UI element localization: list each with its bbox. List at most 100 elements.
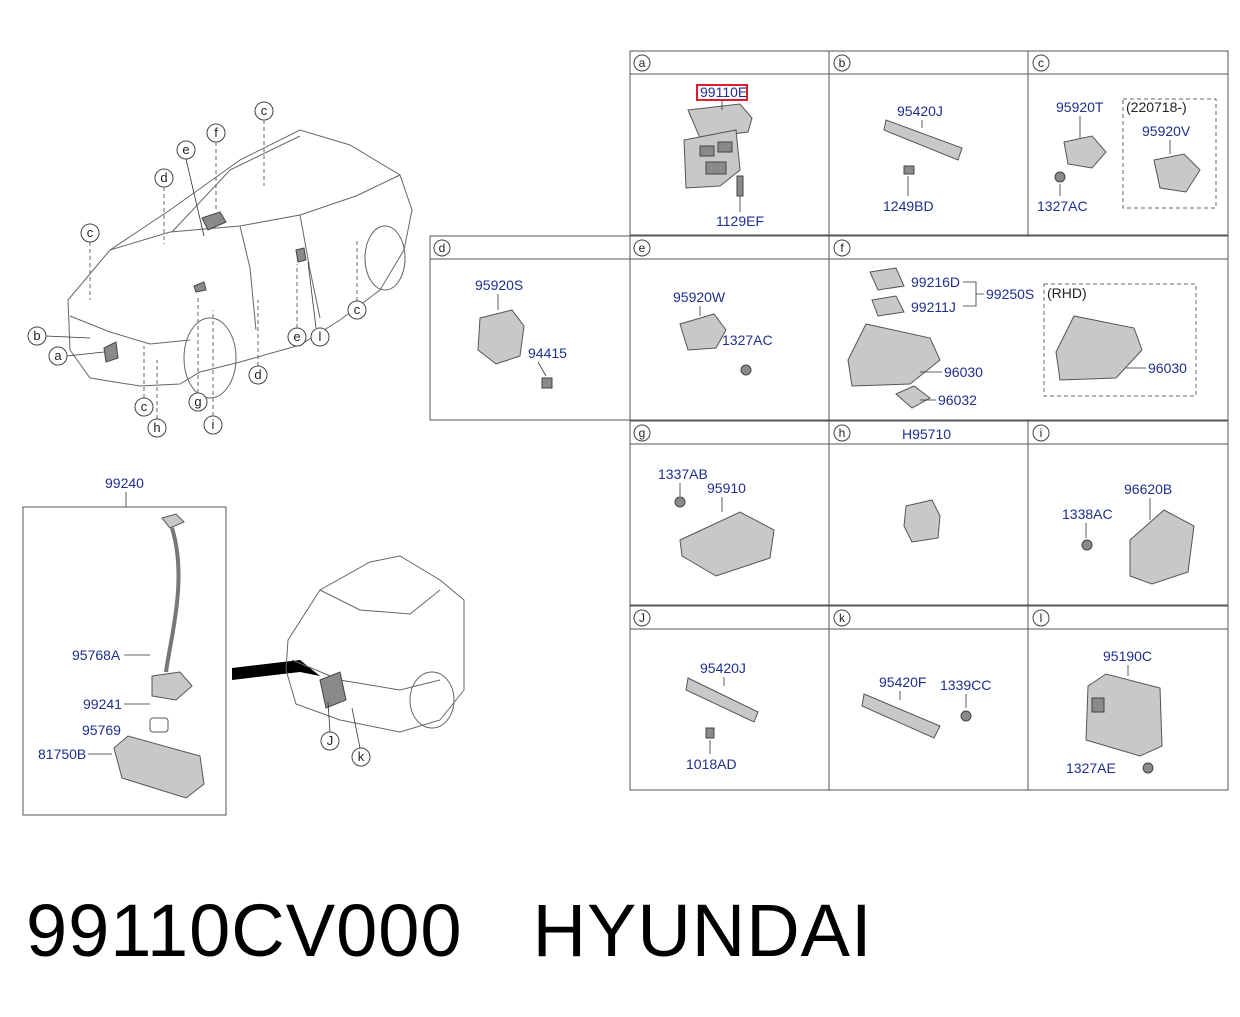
screw-icon <box>705 727 715 739</box>
callout-f[interactable]: f <box>206 123 226 210</box>
sensor-module <box>871 295 905 317</box>
radar-icon <box>103 341 119 363</box>
cell-l: 95190C 1327AE <box>1066 648 1163 776</box>
callout-l[interactable]: l <box>307 261 330 347</box>
parts-grid <box>429 50 1229 791</box>
front-camera-bracket <box>683 103 753 189</box>
svg-text:d: d <box>254 367 261 382</box>
variant-note-c: (220718-) <box>1126 99 1187 115</box>
cell-J: 95420J 1018AD <box>685 660 759 772</box>
sensor-icon <box>193 281 207 293</box>
callout-d-2[interactable]: d <box>248 300 268 385</box>
brand-name: HYUNDAI <box>532 889 873 972</box>
svg-text:b: b <box>33 328 40 343</box>
callout-d-1[interactable]: d <box>154 168 174 244</box>
callout-c-4[interactable]: c <box>347 240 367 320</box>
part-label-95920W[interactable]: 95920W <box>673 289 726 305</box>
part-number: 99110CV000 <box>26 889 463 972</box>
svg-text:c: c <box>354 302 361 317</box>
svg-text:l: l <box>1040 611 1043 625</box>
svg-text:i: i <box>212 417 215 432</box>
variant-note-f: (RHD) <box>1047 285 1087 301</box>
part-label-99241[interactable]: 99241 <box>83 696 122 712</box>
cell-g: 1337AB 95910 <box>658 466 775 577</box>
horn <box>1129 509 1195 585</box>
part-label-99216D[interactable]: 99216D <box>911 274 960 290</box>
overhead-console <box>847 323 941 387</box>
radar-sensor <box>477 309 525 365</box>
part-label-96030-rhd[interactable]: 96030 <box>1148 360 1187 376</box>
vehicle-callouts: a b c c c c d d e e f g h i l <box>27 101 367 438</box>
part-label-1337AB[interactable]: 1337AB <box>658 466 708 482</box>
part-label-99110E[interactable]: 99110E <box>700 84 747 100</box>
svg-text:c: c <box>141 399 148 414</box>
cell-letter-h: h <box>833 424 851 442</box>
callout-k[interactable]: k <box>351 707 371 767</box>
svg-text:b: b <box>839 56 846 70</box>
part-label-95920V[interactable]: 95920V <box>1142 123 1191 139</box>
part-label-95769[interactable]: 95769 <box>82 722 121 738</box>
callout-c-2[interactable]: c <box>254 101 274 186</box>
callout-c-3[interactable]: c <box>134 346 154 417</box>
part-label-H95710[interactable]: H95710 <box>902 426 951 442</box>
svg-text:e: e <box>182 142 189 157</box>
part-label-96620B[interactable]: 96620B <box>1124 481 1172 497</box>
interior-sensor <box>679 313 727 351</box>
callout-a[interactable]: a <box>48 346 105 366</box>
callout-b[interactable]: b <box>27 326 91 346</box>
camera-gasket <box>149 717 169 733</box>
part-label-96032[interactable]: 96032 <box>938 392 977 408</box>
nut-icon <box>674 496 686 508</box>
part-label-81750B[interactable]: 81750B <box>38 746 86 762</box>
part-label-99250S[interactable]: 99250S <box>986 286 1034 302</box>
svg-text:e: e <box>293 329 300 344</box>
callout-h[interactable]: h <box>147 360 167 438</box>
cell-d: 95920S 94415 <box>475 277 567 389</box>
nut-icon <box>960 710 972 722</box>
cell-letters: a b c d e f g h i J k l <box>433 54 1050 627</box>
part-label-95190C[interactable]: 95190C <box>1103 648 1152 664</box>
part-label-1327AC[interactable]: 1327AC <box>1037 198 1088 214</box>
pointer-arrow <box>232 660 320 680</box>
cell-letter-f: f <box>833 239 851 257</box>
antenna-bar <box>685 677 759 723</box>
part-label-95420F[interactable]: 95420F <box>879 674 926 690</box>
cell-h: H95710 <box>902 426 951 543</box>
overhead-console-rhd <box>1055 315 1143 381</box>
part-label-99211J[interactable]: 99211J <box>911 299 956 315</box>
svg-text:k: k <box>358 749 365 764</box>
part-label-1327AE[interactable]: 1327AE <box>1066 760 1116 776</box>
part-label-1249BD[interactable]: 1249BD <box>883 198 934 214</box>
part-label-99240[interactable]: 99240 <box>105 475 144 491</box>
part-label-1339CC[interactable]: 1339CC <box>940 677 991 693</box>
rear-camera-assembly: 99240 95768A 99241 95769 81750B <box>22 475 227 816</box>
part-label-95420J[interactable]: 95420J <box>897 103 943 119</box>
svg-text:l: l <box>319 329 322 344</box>
nut-icon <box>740 364 752 376</box>
callout-g[interactable]: g <box>188 296 208 412</box>
callout-i[interactable]: i <box>203 310 223 435</box>
callout-J[interactable]: J <box>320 701 340 751</box>
part-label-95768A[interactable]: 95768A <box>72 647 121 663</box>
part-label-95420J-J[interactable]: 95420J <box>700 660 746 676</box>
cell-b: 95420J 1249BD <box>883 103 963 214</box>
svg-text:c: c <box>261 103 268 118</box>
svg-text:e: e <box>639 241 646 255</box>
part-label-1338AC[interactable]: 1338AC <box>1062 506 1113 522</box>
part-label-94415[interactable]: 94415 <box>528 345 567 361</box>
callout-e-1[interactable]: e <box>176 140 205 237</box>
part-label-95920T[interactable]: 95920T <box>1056 99 1104 115</box>
part-label-1018AD[interactable]: 1018AD <box>686 756 737 772</box>
svg-text:h: h <box>839 426 846 440</box>
part-label-95910[interactable]: 95910 <box>707 480 746 496</box>
callout-c-1[interactable]: c <box>80 223 100 300</box>
part-label-1129EF[interactable]: 1129EF <box>716 213 764 229</box>
part-label-1327AC[interactable]: 1327AC <box>722 332 773 348</box>
part-label-95920S[interactable]: 95920S <box>475 277 523 293</box>
nut-icon <box>1054 171 1066 183</box>
callout-e-2[interactable]: e <box>287 264 307 347</box>
rear-grille-icon <box>319 671 347 709</box>
cell-letter-b: b <box>833 54 851 72</box>
part-label-96030[interactable]: 96030 <box>944 364 983 380</box>
vehicle-overview-rear: J k <box>285 555 465 767</box>
